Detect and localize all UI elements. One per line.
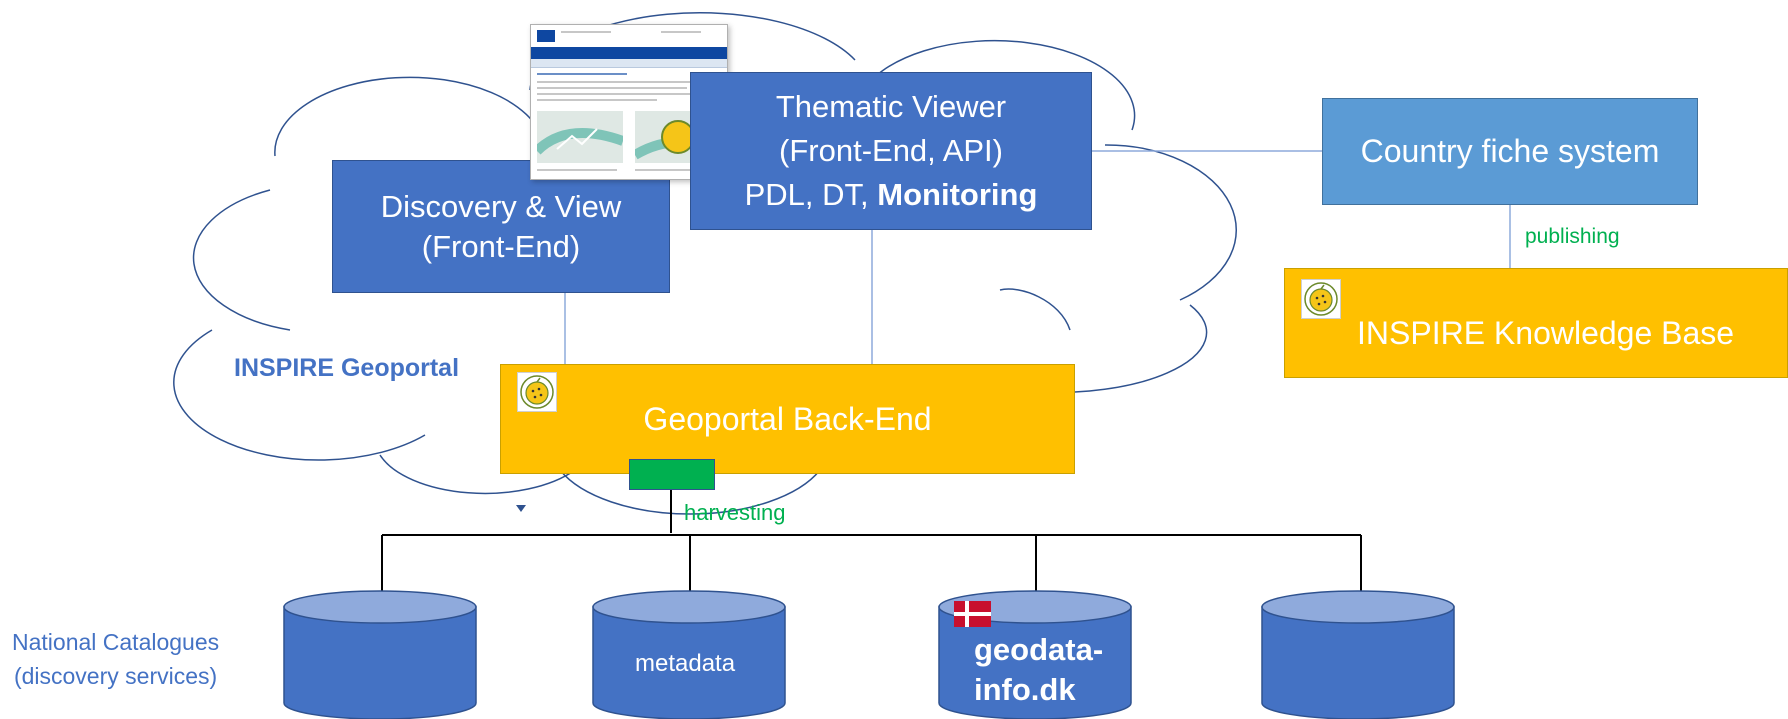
thematic-viewer-features-bold: Monitoring — [877, 177, 1038, 212]
publishing-label: publishing — [1525, 225, 1620, 248]
thumbnail-map-card — [533, 111, 625, 163]
thematic-viewer-box: Thematic Viewer (Front-End, API) PDL, DT… — [690, 72, 1092, 230]
geoportal-backend-label: Geoportal Back-End — [643, 400, 932, 437]
denmark-flag-icon — [954, 601, 991, 627]
national-catalogues-label: National Catalogues (discovery services) — [12, 625, 219, 693]
country-fiche-box: Country fiche system — [1322, 98, 1698, 205]
database-3-label-line1: geodata- — [974, 632, 1104, 667]
thematic-viewer-features-plain: PDL, DT, — [744, 177, 878, 212]
national-catalogues-line2: (discovery services) — [13, 663, 218, 689]
harvesting-tree — [381, 490, 1362, 592]
inspire-logo-icon — [1301, 279, 1341, 319]
discovery-view-title: Discovery & View — [380, 188, 622, 224]
cloud-arrowhead — [516, 505, 526, 512]
national-catalogues-line1: National Catalogues — [12, 629, 220, 655]
knowledge-base-label: INSPIRE Knowledge Base — [1357, 314, 1735, 351]
database-3-label: geodata- info.dk — [974, 630, 1103, 710]
country-fiche-label: Country fiche system — [1360, 133, 1660, 169]
thematic-viewer-subtitle: (Front-End, API) — [779, 133, 1003, 168]
thematic-viewer-features: PDL, DT, Monitoring — [745, 173, 1038, 217]
thumbnail-header — [531, 47, 727, 59]
geoportal-backend-box: Geoportal Back-End — [500, 364, 1075, 474]
thumbnail-topbar — [531, 25, 727, 47]
geoportal-screenshot-thumbnail — [530, 24, 728, 180]
connector-lines — [564, 150, 1511, 364]
discovery-view-subtitle: (Front-End) — [421, 228, 581, 264]
thumbnail-nav — [531, 59, 727, 68]
database-2-label: metadata — [635, 650, 736, 677]
database-3-label-line2: info.dk — [974, 672, 1076, 707]
harvesting-label: harvesting — [684, 500, 786, 525]
harvesting-connector — [629, 459, 715, 490]
discovery-view-box: Discovery & View (Front-End) — [332, 160, 670, 293]
database-4 — [1261, 590, 1455, 719]
inspire-logo-icon — [517, 372, 557, 412]
knowledge-base-box: INSPIRE Knowledge Base — [1284, 268, 1788, 378]
database-2 — [592, 590, 786, 719]
inspire-geoportal-label: INSPIRE Geoportal — [234, 354, 460, 382]
database-1 — [283, 590, 477, 719]
thematic-viewer-title: Thematic Viewer — [775, 89, 1007, 124]
